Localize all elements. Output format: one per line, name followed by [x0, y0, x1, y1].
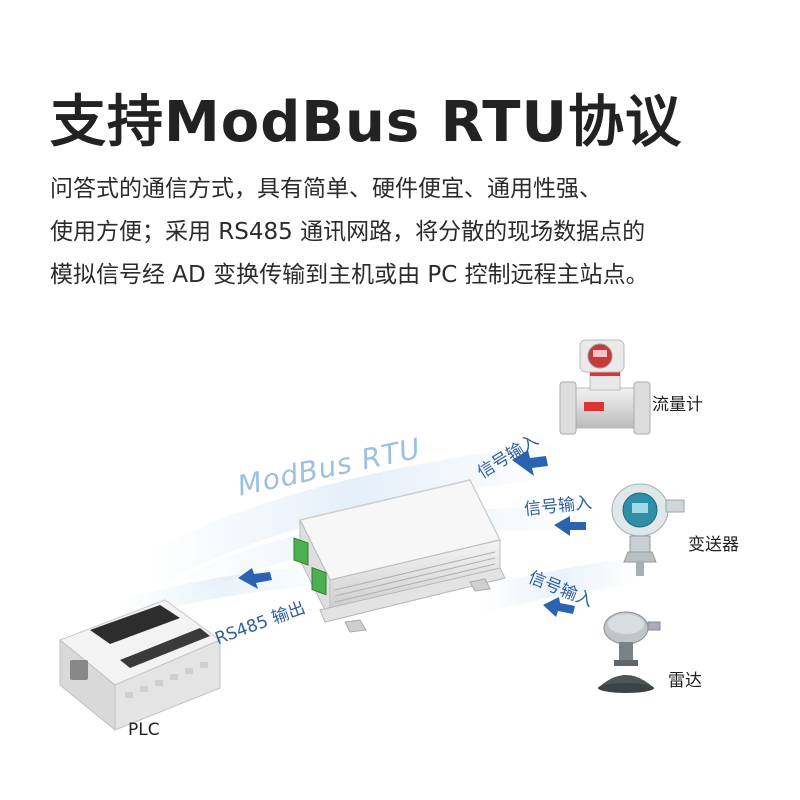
description-line-1: 问答式的通信方式，具有简单、硬件便宜、通用性强、	[50, 176, 602, 202]
flowmeter-label: 流量计	[652, 395, 703, 415]
signal-glow	[110, 443, 653, 620]
description: 问答式的通信方式，具有简单、硬件便宜、通用性强、 使用方便；采用 RS485 通…	[50, 168, 770, 297]
gateway-device-icon	[293, 479, 506, 633]
pressure-transmitter-icon	[611, 483, 685, 576]
network-diagram: ModBus RTU RS485 输出 信号输入 信号输入 信号输入 流量计 变…	[0, 310, 800, 800]
page-title: 支持ModBus RTU协议	[50, 90, 682, 155]
diagram-canvas	[59, 339, 685, 732]
flowmeter-icon	[559, 339, 651, 435]
radar-level-icon	[598, 611, 661, 693]
radar-label: 雷达	[668, 671, 702, 691]
arrow-left-icon	[238, 450, 586, 617]
description-line-3: 模拟信号经 AD 变换传输到主机或由 PC 控制远程主站点。	[50, 262, 649, 288]
description-line-2: 使用方便；采用 RS485 通讯网路，将分散的现场数据点的	[50, 219, 646, 245]
transmitter-label: 变送器	[688, 535, 739, 555]
plc-label: PLC	[128, 720, 160, 740]
plc-icon	[59, 599, 222, 732]
